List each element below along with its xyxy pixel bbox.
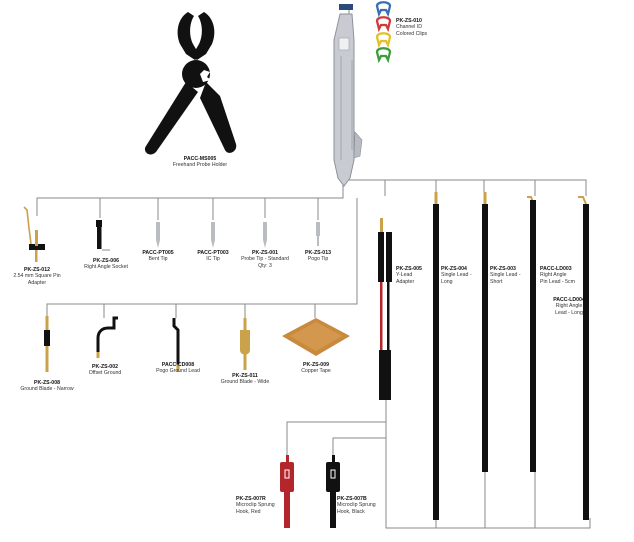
ground-blade-wide-image — [240, 318, 250, 370]
label-pogo-tip: PK-ZS-013 Pogo Tip — [295, 250, 341, 263]
single-lead-long-image — [433, 192, 439, 520]
label-single-lead-long: PK-ZS-004 Single Lead - Long — [441, 266, 472, 285]
right-angle-socket-image — [96, 220, 110, 251]
part-desc: Right Angle — [555, 303, 583, 310]
probe-body-image — [333, 4, 363, 187]
pogo-tip-image — [316, 222, 320, 246]
part-code: PK-ZS-012 — [24, 267, 50, 273]
part-desc: Right Angle — [540, 272, 567, 279]
connector-lines — [36, 9, 591, 529]
part-desc: Pogo Tip — [307, 256, 329, 263]
part-desc: Freehand Probe Holder — [172, 162, 228, 169]
part-desc: Microclip Sprung — [236, 502, 275, 509]
part-desc: Long — [441, 278, 453, 285]
single-lead-short-image — [482, 192, 488, 472]
label-probe-holder: PACC-MS005 Freehand Probe Holder — [150, 156, 250, 169]
part-desc: Probe Tip - Standard — [241, 256, 289, 263]
probe-holder-tool-image — [144, 12, 237, 155]
right-angle-lead-long-image — [578, 196, 589, 520]
part-code: PK-ZS-007B — [337, 496, 367, 502]
label-pogo-ground-lead: PACC-CD008 Pogo Ground Lead — [148, 362, 208, 375]
part-desc: Ground Blade - Narrow — [20, 386, 74, 393]
part-code: PK-ZS-011 — [232, 373, 258, 379]
colored-clips-image — [375, 1, 392, 64]
label-ground-blade-narrow: PK-ZS-008 Ground Blade - Narrow — [12, 380, 82, 393]
copper-tape-image — [282, 318, 350, 356]
part-desc: Short — [490, 278, 503, 285]
label-right-angle-lead-long: PACC-LD004 Right Angle Lead - Long — [546, 297, 592, 316]
label-microclip-red: PK-ZS-007R Microclip Sprung Hook, Red — [236, 496, 275, 515]
part-code: PK-ZS-010 — [396, 18, 422, 24]
label-right-angle-pin-lead-5cm: PACC-LD003 Right Angle Pin Lead - 5cm — [540, 266, 575, 285]
y-lead-adapter-image — [378, 218, 392, 400]
part-code: PACC-PT005 — [142, 250, 174, 256]
part-desc: Offset Ground — [88, 370, 122, 377]
part-code: PACC-PT003 — [197, 250, 229, 256]
part-desc: Pogo Ground Lead — [156, 368, 200, 375]
part-desc: Microclip Sprung — [337, 502, 376, 509]
label-right-angle-socket: PK-ZS-006 Right Angle Socket — [76, 258, 136, 271]
bent-tip-image — [156, 222, 160, 248]
part-desc: Hook, Black — [337, 508, 365, 515]
pogo-ground-lead-image — [172, 318, 180, 372]
part-desc: Channel ID — [396, 24, 422, 31]
part-code: PK-ZS-007R — [236, 496, 266, 502]
label-bent-tip: PACC-PT005 Bent Tip — [133, 250, 183, 263]
part-desc: Y-Lead — [396, 272, 413, 279]
part-desc: Ground Blade - Wide — [220, 379, 270, 386]
part-desc: Right Angle Socket — [84, 264, 128, 271]
label-copper-tape: PK-ZS-009 Copper Tape — [292, 362, 340, 375]
right-angle-pin-lead-5cm-image — [527, 196, 536, 472]
part-desc: Copper Tape — [301, 368, 331, 375]
label-y-lead-adapter: PK-ZS-005 Y-Lead Adapter — [396, 266, 422, 285]
ic-tip-image — [211, 222, 215, 248]
ground-blade-narrow-image — [44, 316, 50, 372]
part-desc: Single Lead - — [490, 272, 521, 279]
part-code: PK-ZS-009 — [303, 362, 329, 368]
part-desc: Single Lead - — [441, 272, 472, 279]
part-desc: 2.54 mm Square Pin — [13, 273, 61, 280]
part-desc: Colored Clips — [396, 30, 428, 37]
part-code: PK-ZS-008 — [34, 380, 60, 386]
label-square-pin-adapter: PK-ZS-012 2.54 mm Square Pin Adapter — [5, 267, 69, 286]
part-desc: Bent Tip — [148, 256, 168, 263]
part-code: PK-ZS-013 — [305, 250, 331, 256]
part-code: PK-ZS-006 — [93, 258, 119, 264]
microclip-hook-red-image — [280, 455, 294, 528]
part-code: PK-ZS-003 — [490, 266, 516, 272]
part-code: PACC-MS005 — [183, 156, 217, 162]
label-ic-tip: PACC-PT003 IC Tip — [188, 250, 238, 263]
part-code: PK-ZS-005 — [396, 266, 422, 272]
part-desc: IC Tip — [206, 256, 220, 263]
label-single-lead-short: PK-ZS-003 Single Lead - Short — [490, 266, 521, 285]
part-code: PACC-LD004 — [553, 297, 585, 303]
label-colored-clips: PK-ZS-010 Channel ID Colored Clips — [396, 18, 427, 37]
microclip-hook-black-image — [326, 455, 340, 528]
label-ground-blade-wide: PK-ZS-011 Ground Blade - Wide — [212, 373, 278, 386]
part-code: PACC-CD008 — [161, 362, 195, 368]
part-desc: Pin Lead - 5cm — [540, 278, 575, 285]
part-code: PACC-LD003 — [540, 266, 572, 272]
part-code: PK-ZS-001 — [252, 250, 278, 256]
standard-tip-image — [263, 222, 267, 248]
part-desc: Adapter — [396, 278, 415, 285]
label-offset-ground: PK-ZS-002 Offset Ground — [80, 364, 130, 377]
part-code: PK-ZS-004 — [441, 266, 467, 272]
square-pin-adapter-image — [23, 206, 45, 262]
part-code: PK-ZS-002 — [92, 364, 118, 370]
part-desc: Adapter — [27, 279, 47, 286]
label-standard-tip: PK-ZS-001 Probe Tip - Standard Qty: 3 — [237, 250, 293, 269]
part-desc: Qty: 3 — [258, 262, 272, 269]
offset-ground-image — [96, 316, 118, 358]
part-desc: Hook, Red — [236, 508, 261, 515]
part-desc: Lead - Long — [555, 309, 583, 316]
label-microclip-black: PK-ZS-007B Microclip Sprung Hook, Black — [337, 496, 376, 515]
